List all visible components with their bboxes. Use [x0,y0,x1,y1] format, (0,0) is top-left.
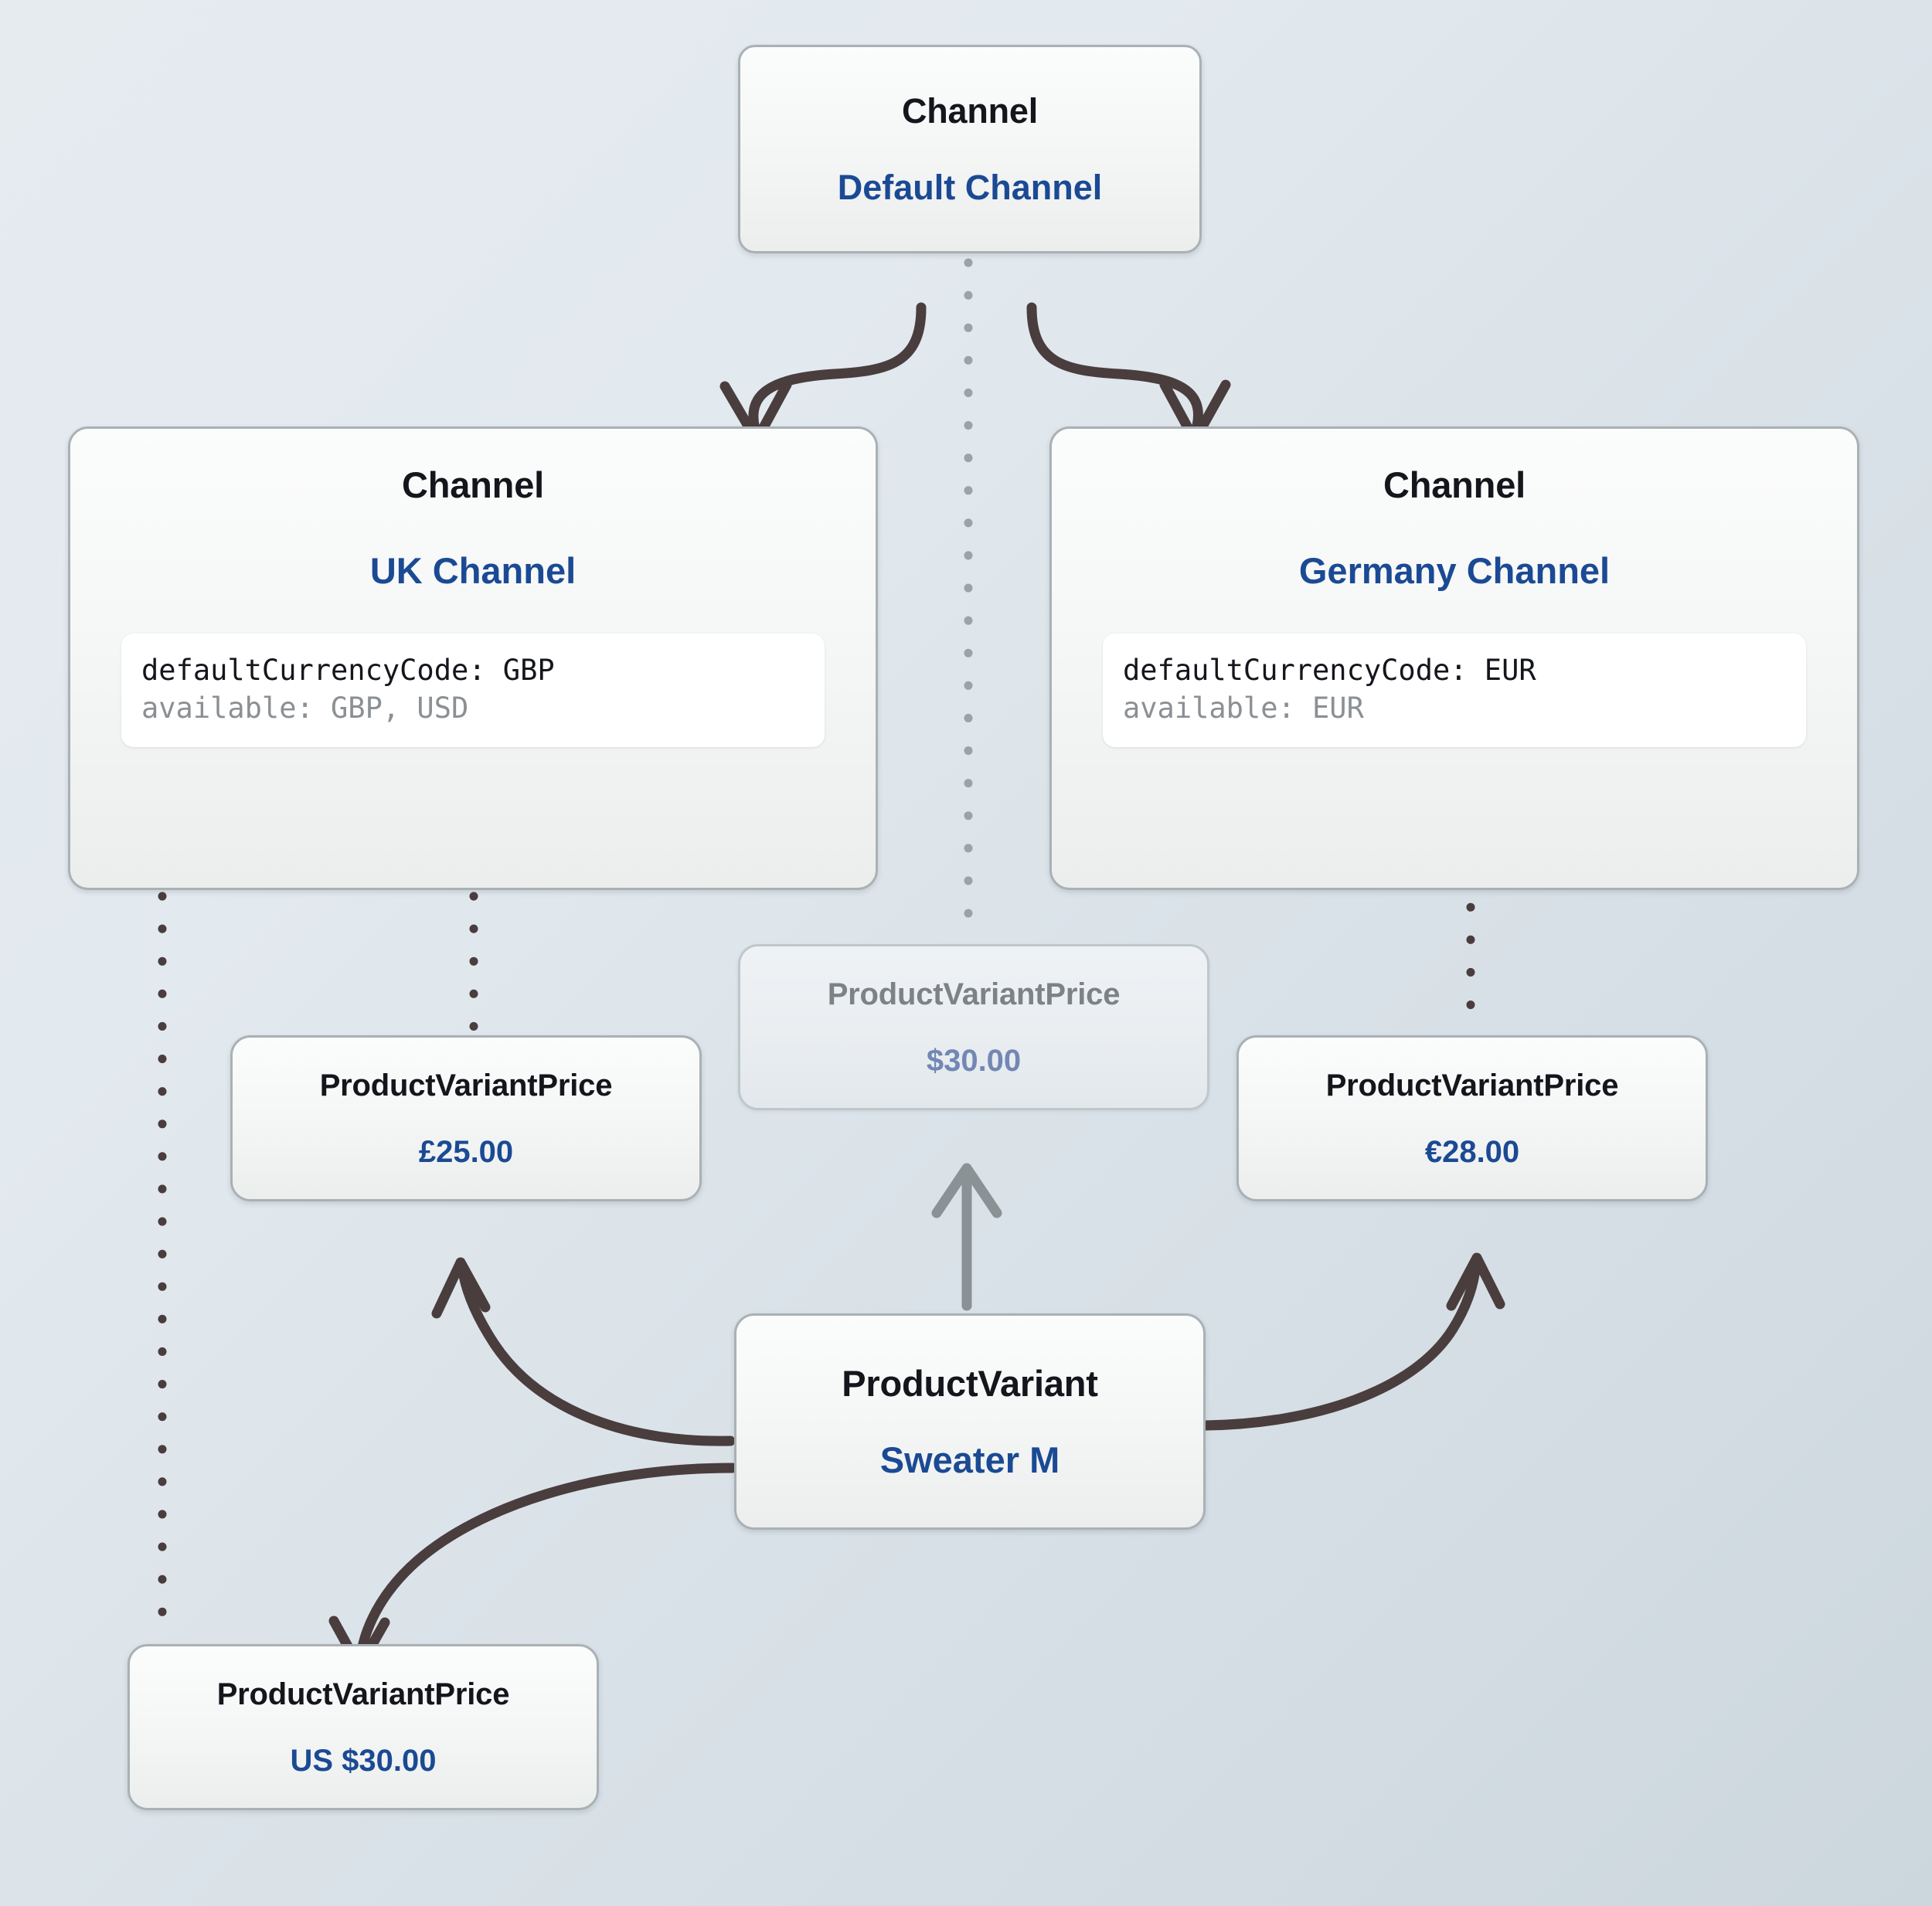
node-value-label: US $30.00 [290,1743,437,1778]
node-value-label: Germany Channel [1298,550,1611,592]
node-type-label: Channel [901,90,1039,131]
node-germany-channel[interactable]: Channel Germany Channel defaultCurrencyC… [1049,426,1859,890]
node-type-label: ProductVariantPrice [1325,1068,1619,1102]
node-price-eur[interactable]: ProductVariantPrice €28.00 [1236,1035,1708,1201]
edge-default-channel-to-germany-channel [1026,302,1231,446]
default-currency-code-line: defaultCurrencyCode: EUR [1123,653,1536,687]
node-price-gbp[interactable]: ProductVariantPrice £25.00 [230,1035,702,1201]
edge-product-variant-to-price-gbp [431,1257,736,1446]
edge-default-channel-to-uk-channel [719,302,927,446]
currency-code-block: defaultCurrencyCode: GBP available: GBP,… [121,633,825,748]
node-value-label: UK Channel [369,550,577,592]
edge-product-variant-to-price-usd-bottom [328,1463,738,1673]
node-price-usd-bottom[interactable]: ProductVariantPrice US $30.00 [128,1644,599,1810]
edge-product-variant-to-price-usd-center [931,1163,1002,1311]
node-type-label: ProductVariantPrice [216,1677,510,1711]
node-type-label: ProductVariant [842,1362,1098,1404]
edge-product-variant-to-price-eur [1200,1252,1505,1431]
node-value-label: £25.00 [418,1134,514,1169]
node-value-label: $30.00 [926,1043,1022,1078]
node-price-usd-center[interactable]: ProductVariantPrice $30.00 [738,944,1209,1110]
node-uk-channel[interactable]: Channel UK Channel defaultCurrencyCode: … [68,426,878,890]
node-value-label: Default Channel [837,168,1103,207]
node-default-channel[interactable]: Channel Default Channel [738,45,1202,253]
currency-code-block: defaultCurrencyCode: EUR available: EUR [1103,633,1806,748]
available-currencies-line: available: GBP, USD [141,691,469,725]
node-type-label: ProductVariantPrice [827,977,1121,1011]
available-currencies-line: available: EUR [1123,691,1364,725]
default-currency-code-line: defaultCurrencyCode: GBP [141,653,555,687]
node-type-label: Channel [401,464,544,505]
node-value-label: €28.00 [1424,1134,1520,1169]
node-value-label: Sweater M [879,1439,1060,1480]
node-type-label: Channel [1383,464,1526,505]
node-type-label: ProductVariantPrice [319,1068,613,1102]
node-product-variant[interactable]: ProductVariant Sweater M [734,1313,1206,1530]
